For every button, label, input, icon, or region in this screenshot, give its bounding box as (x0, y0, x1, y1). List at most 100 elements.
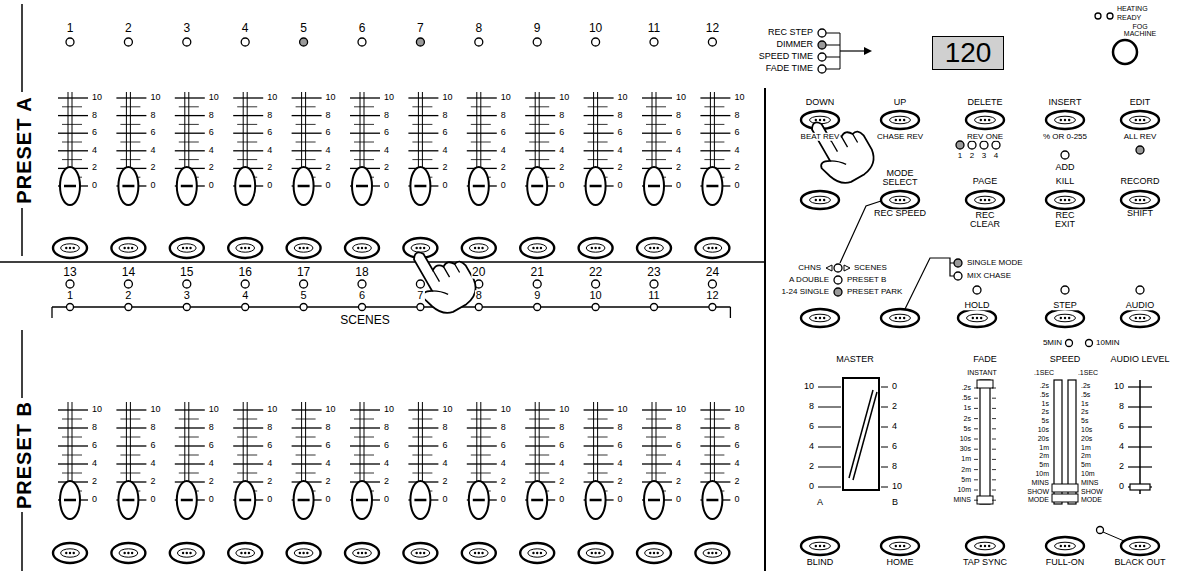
panel-label: 8 (733, 423, 740, 432)
panel-label: HOME (886, 558, 915, 567)
panel-label: 2 (617, 477, 624, 486)
button-dot (1064, 317, 1066, 319)
panel-label: 4 (149, 146, 156, 155)
panel-label: 2 (383, 164, 390, 173)
master-diagonal (853, 392, 877, 480)
panel-label: 10m (956, 486, 972, 493)
button-face (975, 116, 996, 124)
button-dot (895, 119, 897, 121)
bracket-line (826, 57, 840, 58)
panel-label: 8 (617, 111, 624, 120)
fader-tick (350, 150, 380, 151)
fader-tick (974, 408, 978, 409)
panel-label: 10 (91, 93, 103, 102)
push-button (801, 537, 839, 555)
indicator-led (183, 304, 190, 311)
fader-knob (527, 167, 547, 205)
button-dot (306, 552, 308, 554)
fader-tick (646, 106, 666, 107)
button-face (1130, 196, 1151, 204)
fader-knob (644, 167, 664, 205)
bracket-line (826, 33, 840, 34)
panel-label: 6 (91, 128, 98, 137)
fader-tick (704, 124, 724, 125)
panel-label: 0 (558, 181, 565, 190)
panel-label: 8 (675, 111, 682, 120)
fader-tick (704, 159, 724, 160)
button-face (810, 196, 831, 204)
panel-label: 3 (981, 152, 987, 160)
fader-tick (116, 409, 146, 410)
display-box: 120 (932, 36, 1004, 70)
panel-label: 18 (354, 266, 369, 279)
fader-tick (700, 427, 730, 428)
panel-label: REC STEP (767, 28, 814, 37)
fader-tick (974, 398, 978, 399)
panel-label: BEAT REV (800, 133, 841, 141)
panel-label: 10 (558, 405, 570, 414)
fader-tick (62, 124, 82, 125)
panel-label: INSERT (1048, 98, 1083, 107)
panel-label: PAGE (972, 177, 998, 186)
button-dot (365, 247, 367, 249)
push-button (966, 191, 1004, 209)
button-dot (1139, 199, 1141, 201)
fader-tick (58, 427, 88, 428)
bracket-line (826, 45, 840, 46)
panel-label: 2 (441, 477, 448, 486)
panel-label: 4 (325, 146, 332, 155)
panel-label: 7 (416, 290, 424, 302)
fader-tick (471, 159, 491, 160)
indicator-led (954, 259, 962, 267)
panel-label: 0 (383, 495, 390, 504)
fader-knob (702, 167, 722, 205)
button-dot (649, 247, 651, 249)
panel-label: 2s (963, 415, 972, 422)
indicator-led (992, 141, 1000, 149)
fader-tick (350, 463, 380, 464)
button-dot (819, 545, 821, 547)
push-button (695, 238, 729, 258)
fader-tick (646, 142, 666, 143)
button-dot (815, 545, 817, 547)
indicator-led (183, 280, 191, 288)
button-dot (591, 247, 593, 249)
fader-tick (818, 427, 841, 428)
panel-label: 0 (617, 181, 624, 190)
panel-label: 5 (300, 290, 308, 302)
fader-tick (974, 418, 978, 419)
pointing-hand (800, 105, 880, 191)
knob-mark (590, 185, 602, 188)
fader-tick (818, 447, 841, 448)
button-dot (532, 247, 534, 249)
panel-label: 6 (558, 128, 565, 137)
panel-label: 10 (803, 382, 815, 391)
fader-knob (586, 167, 606, 205)
panel-label: 1m (960, 456, 972, 463)
fader-tick (350, 97, 380, 98)
fader-tick (700, 409, 730, 410)
fader-knob (177, 167, 197, 205)
fader-tick (467, 97, 497, 98)
button-dot (711, 552, 713, 554)
button-face (1055, 116, 1076, 124)
panel-label: 1 (66, 290, 74, 302)
fader-knob (294, 481, 314, 519)
button-face (236, 549, 255, 557)
fader-tick (974, 469, 978, 470)
panel-label: 6 (733, 128, 740, 137)
indicator-led (183, 38, 191, 46)
panel-label: 8 (500, 111, 507, 120)
fader-tick (179, 142, 199, 143)
panel-label: 8 (891, 462, 898, 471)
panel-label: 13 (62, 266, 77, 279)
fader-knob (352, 167, 372, 205)
button-dot (123, 552, 125, 554)
fader-knob (352, 481, 372, 519)
button-dot (899, 199, 901, 201)
button-dot (1068, 199, 1070, 201)
push-button (462, 543, 496, 563)
panel-label: 10 (891, 482, 903, 491)
panel-label: READY (1116, 14, 1142, 21)
push-button (637, 543, 671, 563)
